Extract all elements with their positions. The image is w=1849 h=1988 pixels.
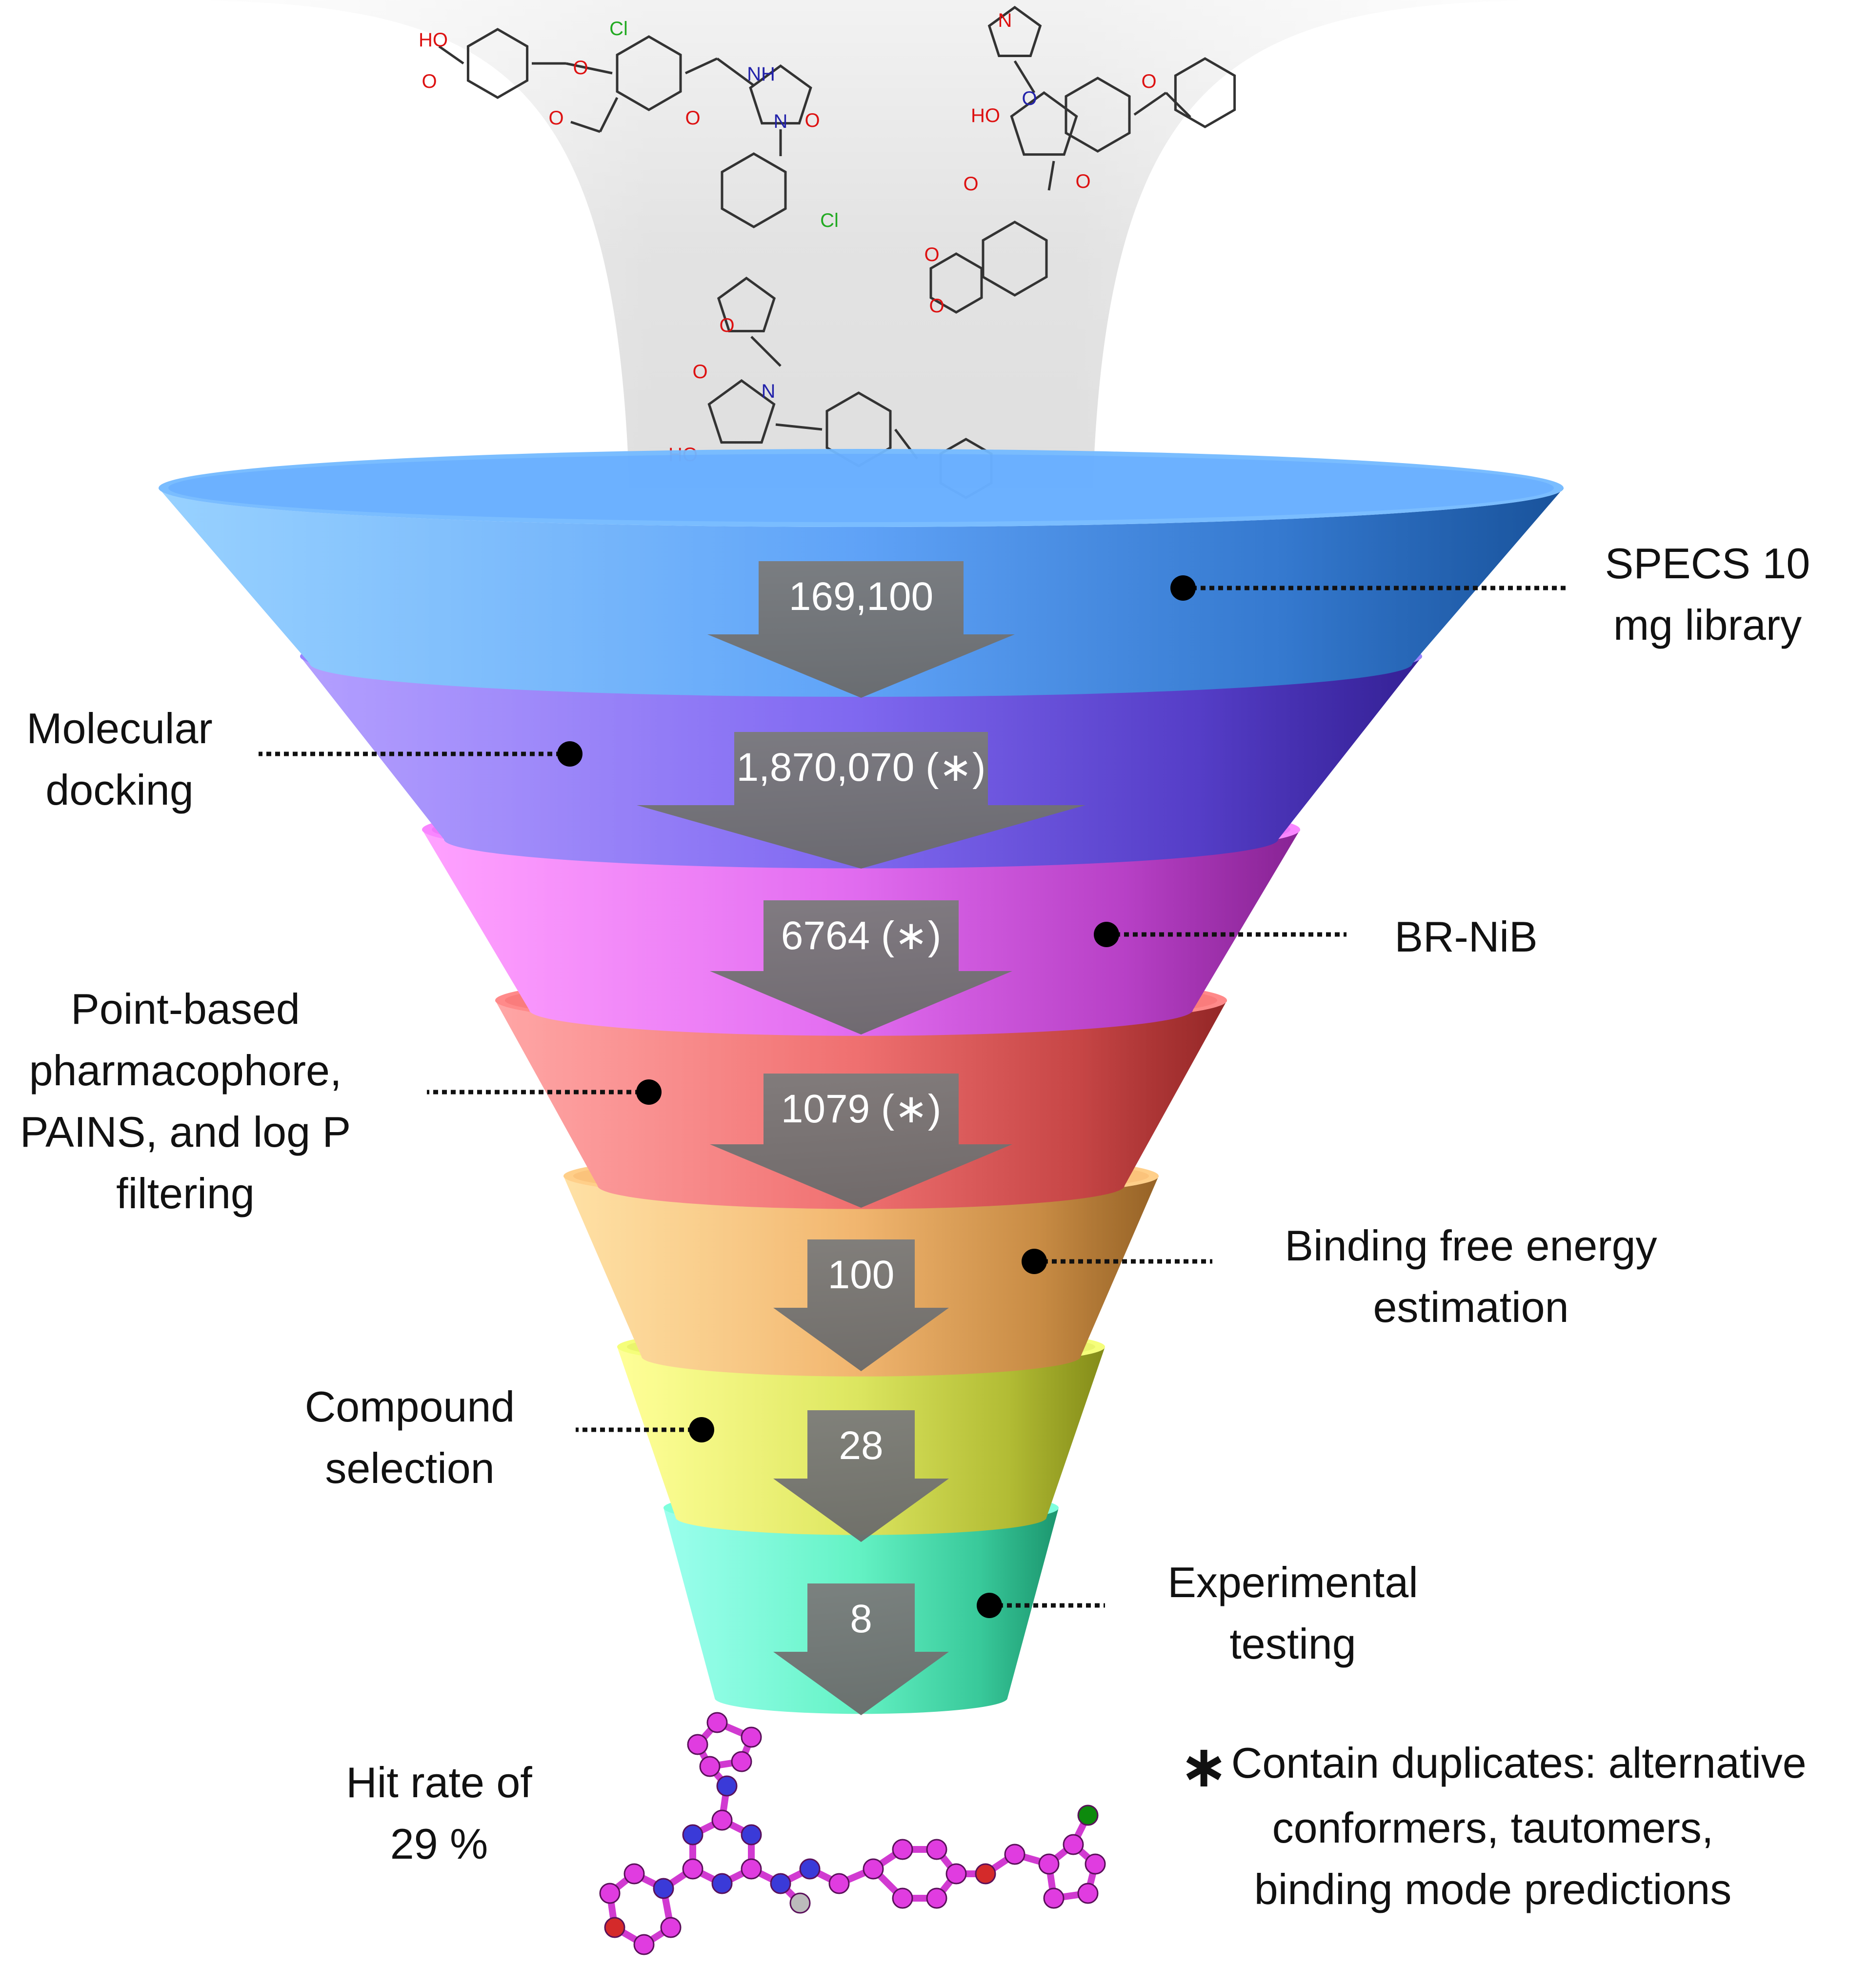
footnote-line-1: Contain duplicates: alternative bbox=[1231, 1739, 1807, 1787]
footnote-duplicates: ∗Contain duplicates: alternative conform… bbox=[1142, 1732, 1844, 1920]
footnote-line-3: binding mode predictions bbox=[1254, 1865, 1732, 1913]
count-label: 8 bbox=[850, 1597, 872, 1641]
atom-label: O bbox=[692, 361, 707, 383]
count-label: 100 bbox=[828, 1253, 895, 1297]
atom-label: N bbox=[998, 10, 1012, 31]
count-arrow-6: 28 bbox=[773, 1410, 949, 1542]
atom-label: O bbox=[573, 57, 588, 79]
atom-label: O bbox=[1075, 171, 1090, 192]
atom-label: NH bbox=[747, 63, 775, 85]
atom-label: O bbox=[1141, 71, 1156, 92]
label-br-nib: BR-NiB bbox=[1394, 913, 1538, 961]
count-label: 28 bbox=[839, 1423, 883, 1468]
atom-label: HO bbox=[971, 105, 1000, 126]
count-arrow-3: 6764 (∗) bbox=[710, 900, 1012, 1035]
footnote-line-2: conformers, tautomers, bbox=[1272, 1804, 1714, 1852]
atom-label: N bbox=[774, 111, 788, 132]
atom-label: N bbox=[762, 381, 776, 402]
count-label: 1,870,070 (∗) bbox=[737, 745, 986, 790]
hit-molecule-structure bbox=[599, 1712, 1106, 1955]
leader-line-3 bbox=[1094, 922, 1347, 947]
atom-label: O bbox=[548, 107, 563, 129]
count-arrow-7: 8 bbox=[773, 1583, 949, 1715]
leader-line-7 bbox=[977, 1593, 1105, 1618]
asterisk-symbol: ∗ bbox=[1179, 1734, 1228, 1799]
count-arrow-4: 1079 (∗) bbox=[710, 1074, 1012, 1208]
atom-label: Cl bbox=[609, 18, 628, 40]
atom-label: O bbox=[924, 244, 939, 265]
atom-label: O bbox=[422, 71, 437, 92]
atom-label: HO bbox=[419, 29, 448, 51]
count-label: 1079 (∗) bbox=[781, 1087, 942, 1131]
count-label: 6764 (∗) bbox=[781, 913, 942, 958]
atom-label: Cl bbox=[820, 210, 839, 231]
leader-line-5 bbox=[1022, 1249, 1212, 1274]
atom-label: O bbox=[1022, 88, 1037, 109]
leader-line-6 bbox=[576, 1417, 714, 1442]
count-arrow-1: 169,100 bbox=[707, 561, 1015, 698]
leader-line-2 bbox=[259, 741, 583, 767]
count-arrow-2: 1,870,070 (∗) bbox=[637, 732, 1085, 869]
leader-line-4 bbox=[427, 1079, 662, 1105]
atom-label: O bbox=[929, 295, 944, 317]
leader-line-1 bbox=[1170, 575, 1568, 601]
atom-label: O bbox=[685, 107, 700, 129]
atom-label: O bbox=[804, 110, 820, 131]
atom-label: O bbox=[963, 173, 978, 195]
count-label: 169,100 bbox=[789, 574, 933, 619]
count-arrow-5: 100 bbox=[773, 1239, 949, 1371]
atom-label: O bbox=[719, 315, 734, 336]
